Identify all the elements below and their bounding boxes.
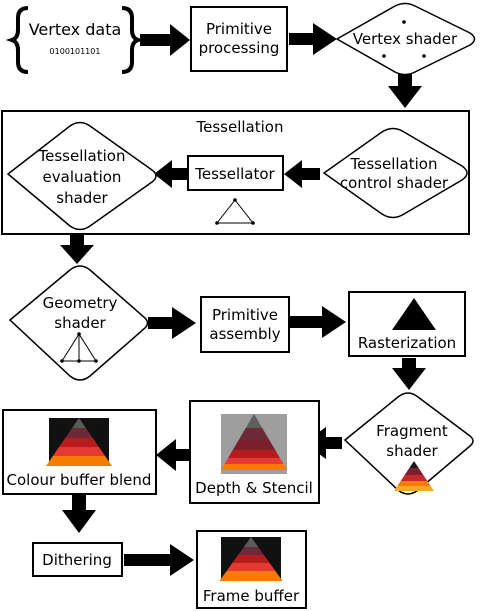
vertex-shader-label: Vertex shader	[353, 30, 458, 48]
primitive-assembly-line1: Primitive	[212, 306, 278, 324]
rasterization-label: Rasterization	[358, 334, 456, 352]
depth-image-icon	[221, 414, 287, 474]
primitive-processing-line1: Primitive	[206, 20, 272, 38]
evaluation-shader-line2: evaluation	[43, 168, 122, 186]
tessellator-label: Tessellator	[194, 165, 275, 183]
primitive-assembly-node: Primitive assembly	[200, 296, 290, 353]
arrow-primitive-to-vertexshader	[289, 23, 337, 55]
arrow-dithering-to-framebuffer	[124, 544, 194, 576]
arrow-control-to-tessellator	[284, 160, 320, 188]
arrow-vertexdata-to-primitive	[140, 24, 190, 56]
vertex-data-bits: 0100101101	[50, 47, 101, 56]
vertex-point-icon	[382, 54, 386, 58]
arrow-vertexshader-down	[388, 74, 422, 108]
primitive-processing-node: Primitive processing	[190, 6, 288, 72]
geometry-shader-line2: shader	[54, 314, 106, 332]
dithering-label: Dithering	[42, 551, 112, 569]
frame-buffer-node: Frame buffer	[196, 530, 307, 609]
rasterization-node: Rasterization	[348, 291, 466, 357]
tessellator-node: Tessellator	[187, 155, 284, 191]
tessellated-triangle-icon	[215, 198, 255, 225]
evaluation-shader-line1: Tessellation	[38, 147, 126, 165]
vertex-shader-node: Vertex shader	[335, 2, 476, 76]
arrow-tessellator-to-evaluation	[154, 160, 188, 188]
control-shader-line1: Tessellation	[350, 155, 438, 173]
vertex-point-icon	[402, 20, 406, 24]
tessellation-title: Tessellation	[196, 118, 284, 136]
dithering-node: Dithering	[32, 542, 123, 577]
arrow-rasterization-to-fragment	[392, 358, 426, 390]
depth-stencil-label: Depth & Stencil	[195, 479, 313, 497]
colour-buffer-blend-node: Colour buffer blend	[2, 409, 157, 495]
blended-image-icon	[46, 418, 112, 466]
tessellation-group: Tessellation Tessellation control shader…	[1, 110, 470, 235]
right-brace-icon	[121, 6, 145, 74]
fragment-shader-line2: shader	[386, 442, 438, 460]
colour-buffer-blend-label: Colour buffer blend	[7, 471, 152, 489]
primitive-processing-line2: processing	[199, 39, 280, 57]
vertex-data-label: Vertex data	[29, 20, 122, 39]
depth-stencil-node: Depth & Stencil	[189, 400, 320, 504]
geometry-shader-node: Geometry shader	[8, 265, 149, 381]
fragment-shader-node: Fragment shader	[343, 392, 474, 495]
arrow-depth-to-blend	[156, 439, 190, 471]
tessellation-control-shader-node: Tessellation control shader	[322, 127, 468, 219]
vertex-data-node: Vertex data 0100101101	[5, 6, 145, 74]
vertex-point-icon	[422, 54, 426, 58]
left-brace-icon	[5, 6, 29, 74]
evaluation-shader-line3: shader	[56, 189, 108, 207]
control-shader-line2: control shader	[340, 174, 449, 192]
primitive-assembly-line2: assembly	[209, 325, 280, 343]
rasterized-triangle-icon	[392, 298, 436, 330]
frame-buffer-label: Frame buffer	[203, 587, 300, 605]
arrow-blend-to-dithering	[62, 495, 96, 533]
fragment-shader-line1: Fragment	[376, 422, 448, 440]
geometry-shader-line1: Geometry	[43, 294, 118, 312]
arrow-tessellation-to-geometry	[60, 235, 94, 264]
arrow-geometry-to-assembly	[148, 307, 196, 339]
geometry-triangle-icon	[60, 332, 98, 363]
tessellation-evaluation-shader-node: Tessellation evaluation shader	[6, 121, 157, 231]
frame-image-icon	[218, 537, 284, 581]
arrow-assembly-to-rasterization	[290, 306, 346, 338]
shaded-triangle-icon	[394, 461, 434, 491]
